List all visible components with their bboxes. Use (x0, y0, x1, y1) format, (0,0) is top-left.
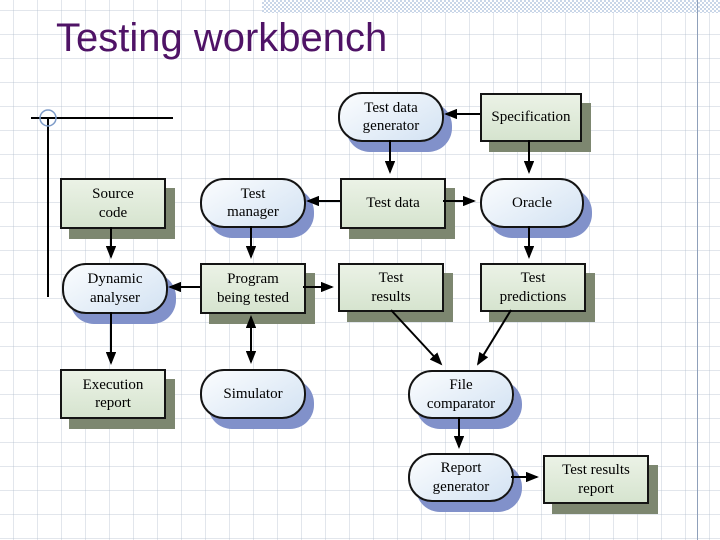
node-execution-report: Execution report (60, 369, 166, 419)
node-source-code: Source code (60, 178, 166, 229)
node-simulator: Simulator (200, 369, 306, 419)
node-label: Test predictions (499, 270, 567, 305)
node-test-predictions: Test predictions (480, 263, 586, 312)
node-label: Test results report (562, 462, 630, 497)
node-label: Test data (366, 195, 420, 212)
node-oracle: Oracle (480, 178, 584, 228)
node-label: Program being tested (216, 271, 290, 306)
node-file-comparator: File comparator (408, 370, 514, 419)
node-test-data-generator: Test data generator (338, 92, 444, 142)
node-label: Dynamic analyser (87, 271, 143, 306)
node-test-results-report: Test results report (543, 455, 649, 504)
node-label: Report generator (432, 460, 490, 495)
slide-right-border-line (697, 0, 698, 540)
node-label: Test data generator (362, 99, 420, 134)
node-report-generator: Report generator (408, 453, 514, 502)
node-label: Oracle (512, 194, 552, 211)
node-label: Test results (371, 270, 411, 305)
node-label: File comparator (426, 377, 496, 412)
node-dynamic-analyser: Dynamic analyser (62, 263, 168, 314)
node-label: Execution report (82, 376, 144, 411)
slide-top-band-decoration (262, 0, 720, 13)
node-test-data: Test data (340, 178, 446, 229)
node-label: Source code (92, 186, 134, 221)
node-test-manager: Test manager (200, 178, 306, 228)
node-label: Test manager (227, 185, 279, 220)
node-program-being-tested: Program being tested (200, 263, 306, 314)
node-specification: Specification (480, 93, 582, 142)
node-label: Specification (491, 109, 571, 126)
node-test-results: Test results (338, 263, 444, 312)
slide-title: Testing workbench (56, 16, 388, 60)
node-label: Simulator (223, 385, 283, 402)
